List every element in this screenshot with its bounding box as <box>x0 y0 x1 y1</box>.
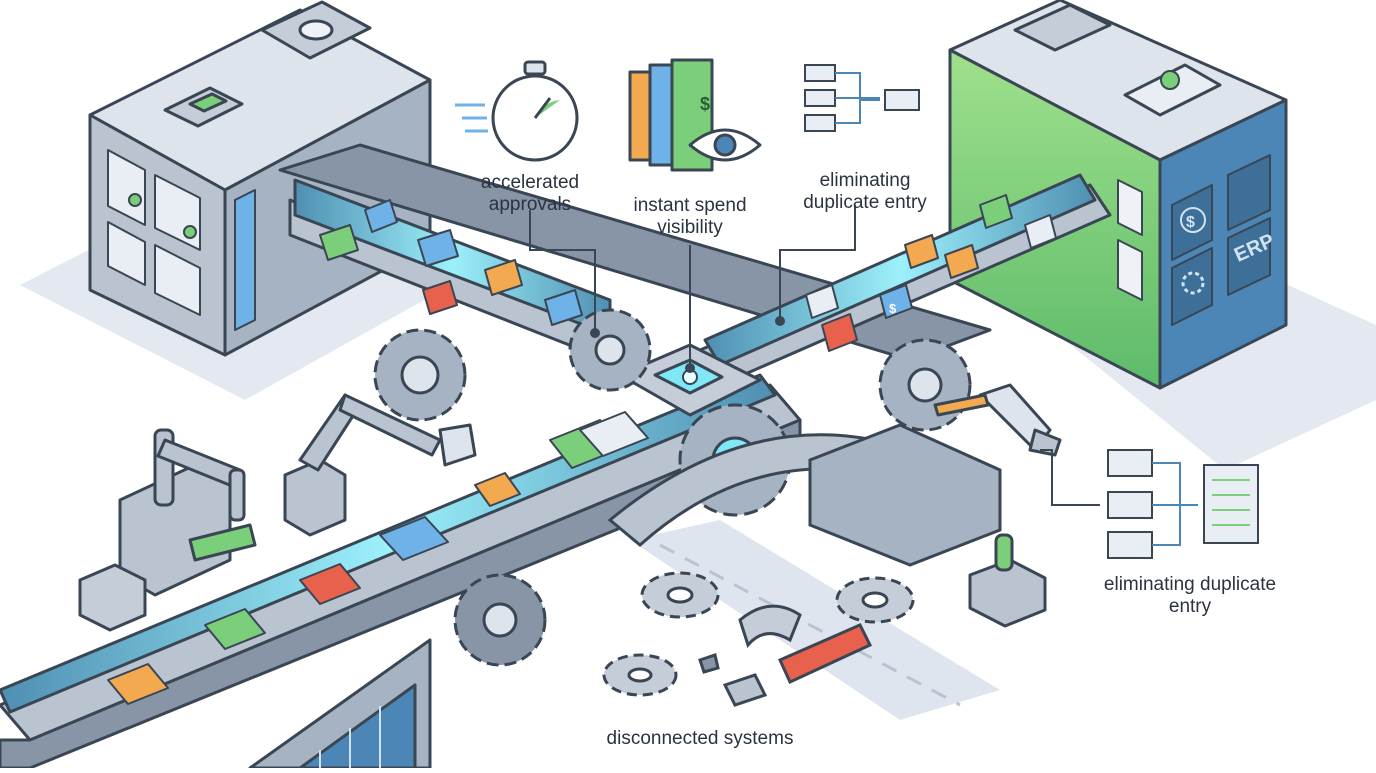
road-stripe <box>659 543 961 707</box>
label-line: entry <box>1168 596 1212 617</box>
stopwatch-icon <box>455 60 579 162</box>
left-cabinet <box>78 563 147 632</box>
label-line: instant spend <box>633 195 747 216</box>
duplicate-entry-icon-right <box>1107 449 1259 559</box>
right-base <box>808 423 1002 567</box>
label-instant-spend-visibility: instant spend visibility <box>610 195 770 239</box>
label-accelerated-approvals: accelerated approvals <box>455 172 605 216</box>
label-eliminating-duplicate-entry-right: eliminating duplicate entry <box>1080 574 1300 618</box>
label-line: visibility <box>657 217 723 238</box>
label-line: eliminating <box>819 170 911 191</box>
books-dollar-icon: $ <box>700 94 710 114</box>
label-line: accelerated <box>480 172 580 193</box>
card-dollar-icon: $ <box>889 301 897 316</box>
robot-arm-left <box>118 428 257 597</box>
label-eliminating-duplicate-entry-top: eliminating duplicate entry <box>780 170 950 214</box>
label-line: approvals <box>488 194 572 215</box>
bottom-monitor <box>248 638 432 770</box>
label-line: eliminating duplicate <box>1103 574 1277 595</box>
duplicate-entry-icon-top <box>804 64 920 132</box>
central-hub <box>618 343 762 417</box>
terminal-device <box>968 533 1047 628</box>
server-dollar-icon: $ <box>1186 214 1195 231</box>
label-line: disconnected systems <box>606 728 794 749</box>
document-cards <box>107 194 1057 705</box>
leader-lines <box>529 205 1100 506</box>
broken-gears <box>602 571 915 707</box>
label-disconnected-systems: disconnected systems <box>575 728 825 750</box>
robot-arm-middle <box>283 393 477 537</box>
label-line: duplicate entry <box>803 192 927 213</box>
spend-visibility-icon <box>628 58 762 172</box>
floor-road <box>630 520 1000 720</box>
right-server <box>948 0 1288 390</box>
robot-arm-right <box>933 383 1062 457</box>
